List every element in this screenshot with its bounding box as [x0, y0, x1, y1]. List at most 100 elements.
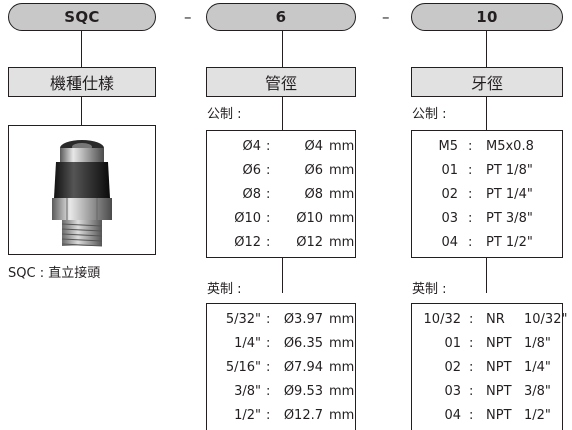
thread-metric-row-code: M5	[438, 139, 459, 154]
thread-inch-row-type: NPT	[486, 360, 512, 375]
thread-metric-row-code: 04	[441, 235, 458, 250]
thread-metric-row-sep: :	[468, 211, 473, 226]
thread-inch-row-type: NPT	[486, 408, 512, 423]
thread-metric-row-sep: :	[468, 187, 473, 202]
tube-metric-row-unit: mm	[329, 163, 355, 178]
tube-inch-row-value: Ø7.94	[283, 360, 323, 375]
product-caption: SQC : 直立接頭	[8, 266, 101, 281]
tube-inch-row-code: 5/32"	[225, 312, 261, 327]
straight-connector-image	[52, 140, 112, 247]
thread-metric-row-sep: :	[468, 235, 473, 250]
thread-code: 10	[476, 8, 498, 26]
product-image-frame	[8, 125, 156, 255]
tube-inch-row-unit: mm	[329, 384, 355, 399]
series-code: SQC	[64, 8, 100, 26]
tube-inch-box: 5/32": Ø3.97 mm 1/4": Ø6.35 mm 5/16": Ø7.94 mm 3/…	[206, 303, 356, 430]
thread-inch-row-value: 10/32"	[524, 312, 568, 327]
tube-metric-row-unit: mm	[329, 211, 355, 226]
tube-inch-row-sep: :	[266, 384, 271, 399]
thread-inch-row-sep: :	[469, 336, 474, 351]
tube-metric-row-code: Ø12	[234, 235, 261, 250]
series-code-pill: SQC	[8, 3, 156, 31]
thread-metric-row-sep: :	[468, 139, 473, 154]
thread-metric-row-value: PT 1/4"	[486, 187, 533, 202]
spec-header: 機種仕樣	[8, 67, 156, 97]
tube-metric-row-value: Ø4	[304, 139, 323, 154]
thread-metric-row-code: 02	[441, 187, 458, 202]
thread-metric-row-code: 01	[441, 163, 458, 178]
thread-inch-row-type: NPT	[486, 336, 512, 351]
connector-line	[282, 97, 283, 130]
tube-inch-row-code: 1/2"	[234, 408, 261, 423]
separator-2: –	[382, 8, 390, 26]
tube-inch-row-code: 1/4"	[234, 336, 261, 351]
thread-inch-row-sep: :	[469, 408, 474, 423]
thread-metric-row-sep: :	[468, 163, 473, 178]
connector-line	[486, 97, 487, 130]
thread-inch-row-code: 10/32	[423, 312, 461, 327]
tube-inch-row-sep: :	[266, 360, 271, 375]
tube-code-pill: 6	[206, 3, 356, 31]
thread-inch-row-code: 04	[444, 408, 461, 423]
thread-inch-label: 英制 :	[412, 282, 447, 297]
thread-inch-box: 10/32: NR 10/32" 01: NPT 1/8" 02: NPT 1/4" 03: NPT…	[411, 303, 567, 430]
tube-metric-row-sep: :	[266, 187, 271, 202]
tube-metric-row-value: Ø6	[304, 163, 323, 178]
tube-inch-row-sep: :	[266, 312, 271, 327]
connector-line	[486, 258, 487, 293]
thread-inch-row-code: 01	[444, 336, 461, 351]
thread-metric-label: 公制 :	[412, 107, 447, 122]
tube-metric-row-code: Ø8	[242, 187, 261, 202]
tube-inch-row-value: Ø6.35	[283, 336, 323, 351]
thread-inch-row-value: 1/8"	[524, 336, 551, 351]
thread-inch-row-sep: :	[469, 360, 474, 375]
thread-metric-row-value: PT 1/2"	[486, 235, 533, 250]
tube-metric-row-sep: :	[266, 139, 271, 154]
tube-metric-row-sep: :	[266, 211, 271, 226]
thread-metric-row-value: M5x0.8	[486, 139, 534, 154]
tube-metric-row-sep: :	[266, 235, 271, 250]
tube-metric-row-unit: mm	[329, 139, 355, 154]
thread-inch-row-value: 3/8"	[524, 384, 551, 399]
tube-metric-row-unit: mm	[329, 187, 355, 202]
tube-metric-row-value: Ø10	[296, 211, 323, 226]
tube-inch-row-unit: mm	[329, 408, 355, 423]
tube-inch-row-value: Ø12.7	[283, 408, 323, 423]
connector-line	[486, 31, 487, 67]
tube-inch-row-sep: :	[266, 408, 271, 423]
tube-inch-row-unit: mm	[329, 312, 355, 327]
thread-metric-row-code: 03	[441, 211, 458, 226]
thread-inch-row-code: 02	[444, 360, 461, 375]
separator-1: –	[184, 8, 192, 26]
thread-header-label: 牙徑	[470, 74, 503, 93]
tube-code: 6	[275, 8, 287, 26]
tube-inch-row-value: Ø9.53	[283, 384, 323, 399]
thread-inch-row-type: NPT	[486, 384, 512, 399]
connector-line	[282, 258, 283, 293]
tube-metric-row-value: Ø12	[296, 235, 323, 250]
thread-inch-row-sep: :	[469, 384, 474, 399]
thread-inch-row-code: 03	[444, 384, 461, 399]
thread-inch-row-value: 1/2"	[524, 408, 551, 423]
thread-inch-row-sep: :	[469, 312, 474, 327]
tube-inch-row-value: Ø3.97	[283, 312, 323, 327]
connector-line	[282, 31, 283, 67]
thread-metric-row-value: PT 1/8"	[486, 163, 533, 178]
tube-header: 管徑	[206, 67, 356, 97]
tube-inch-row-unit: mm	[329, 360, 355, 375]
thread-header: 牙徑	[411, 67, 563, 97]
tube-metric-row-sep: :	[266, 163, 271, 178]
tube-metric-label: 公制 :	[207, 107, 242, 122]
tube-metric-row-code: Ø6	[242, 163, 261, 178]
tube-inch-row-code: 3/8"	[234, 384, 261, 399]
tube-inch-label: 英制 :	[207, 282, 242, 297]
tube-inch-row-sep: :	[266, 336, 271, 351]
tube-header-label: 管徑	[264, 74, 297, 93]
thread-inch-row-type: NR	[486, 312, 505, 327]
thread-inch-row-value: 1/4"	[524, 360, 551, 375]
tube-metric-row-code: Ø4	[242, 139, 261, 154]
tube-metric-row-unit: mm	[329, 235, 355, 250]
thread-code-pill: 10	[411, 3, 563, 31]
tube-inch-row-code: 5/16"	[225, 360, 261, 375]
